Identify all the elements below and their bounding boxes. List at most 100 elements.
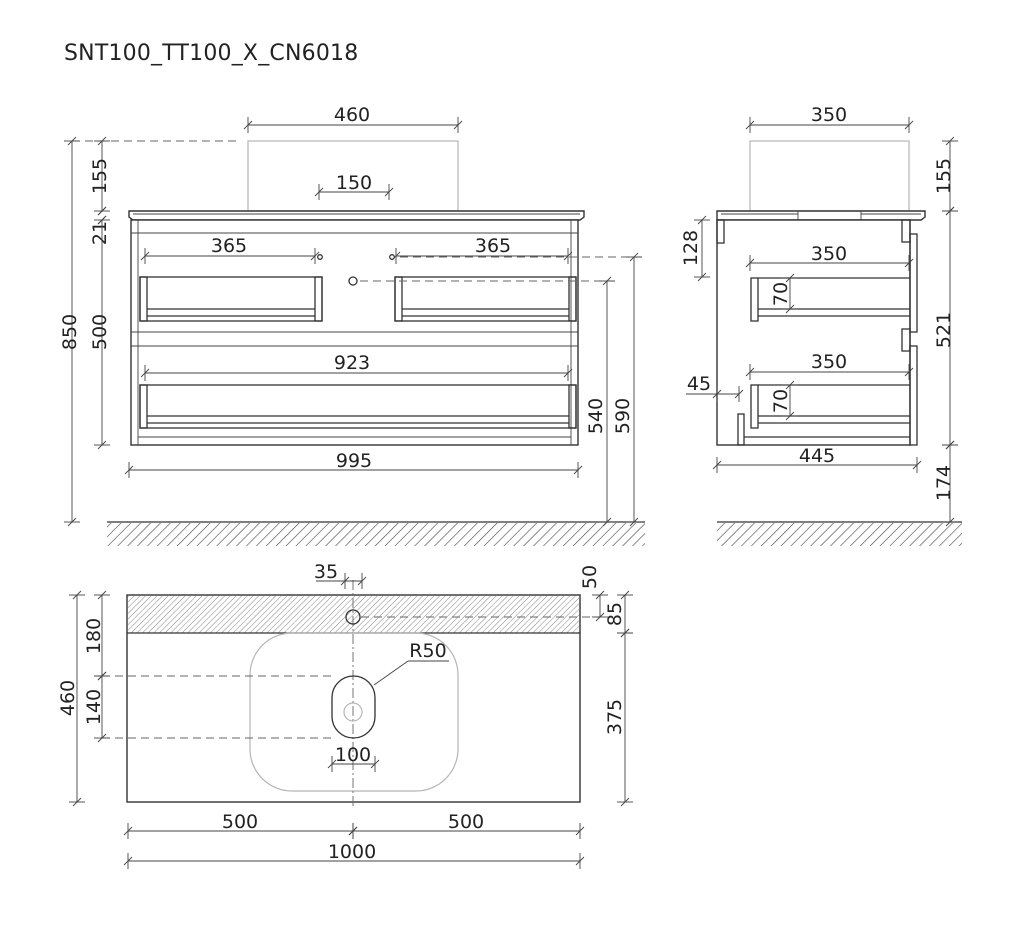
dim-side-upper-drawer: 350 <box>745 243 914 271</box>
dim-half-left: 500 <box>123 811 358 839</box>
drain-outlet-icon <box>348 276 358 286</box>
dim-total-height: 850 <box>59 136 81 527</box>
dim-upper-right-drawer: 365 <box>391 235 573 264</box>
tick-mark <box>595 590 605 600</box>
dim-side-upper-drawer-side-label: 70 <box>770 282 792 306</box>
tick-mark <box>314 187 324 197</box>
tick-mark <box>384 187 394 197</box>
drain-hole-icon <box>343 702 363 722</box>
dim-back-zone-label: 180 <box>83 618 105 654</box>
dim-drain-offset: 150 <box>314 172 394 200</box>
dim-side-lower-drawer-side-label: 70 <box>770 389 792 413</box>
dim-cabinet-width-label: 995 <box>336 450 372 472</box>
basin-outline-side <box>749 140 910 212</box>
dim-lower-drawer-label: 923 <box>334 352 370 374</box>
dim-faucet-diameter-label: 50 <box>579 565 601 589</box>
dim-basin-height-label: 155 <box>89 158 111 194</box>
countertop-front <box>128 210 585 221</box>
tick-mark <box>563 368 573 378</box>
tick-mark <box>785 304 795 314</box>
drain-slot <box>331 675 376 739</box>
tick-mark <box>97 215 107 225</box>
tick-mark <box>310 251 320 261</box>
tick-mark <box>620 797 630 807</box>
dim-side-floor-clearance-label: 174 <box>933 465 955 501</box>
dim-side-basin-depth: 350 <box>745 104 914 133</box>
tick-mark <box>945 206 955 216</box>
dim-cabinet-height: 500 <box>89 215 111 450</box>
tick-mark <box>67 136 77 146</box>
dim-drain-length-label: 140 <box>83 689 105 725</box>
tick-mark <box>904 258 914 268</box>
dim-upper-right-drawer-label: 365 <box>475 235 511 257</box>
dim-side-floor-clearance: 174 <box>933 440 958 527</box>
floor-hatch <box>717 523 962 546</box>
tick-mark <box>453 120 463 130</box>
tick-mark <box>785 380 795 390</box>
cabinet-body-side <box>716 219 911 446</box>
tick-mark <box>140 368 150 378</box>
tick-mark <box>697 215 707 225</box>
tick-mark <box>785 273 795 283</box>
tick-mark <box>697 272 707 282</box>
tick-mark <box>243 120 253 130</box>
dim-half-left-label: 500 <box>222 811 258 833</box>
dim-drain-width-label: 100 <box>335 744 371 766</box>
dim-front-zone: 375 <box>604 628 633 807</box>
upper-drawer-front <box>909 233 918 333</box>
tick-mark <box>904 367 914 377</box>
dim-basin-width-label: 460 <box>334 104 370 126</box>
tick-mark <box>745 120 755 130</box>
tick-mark <box>734 389 744 399</box>
tick-mark <box>629 252 639 262</box>
dim-faucet-diameter: 50 <box>579 565 608 622</box>
tick-mark <box>602 517 612 527</box>
dim-total-depth: 460 <box>57 590 85 807</box>
upper-left-drawer <box>139 276 323 322</box>
tick-mark <box>629 517 639 527</box>
tick-mark <box>945 136 955 146</box>
tick-mark <box>712 389 722 399</box>
dim-front-zone-label: 375 <box>604 699 626 735</box>
upper-right-drawer <box>394 276 577 322</box>
cabinet-body-front <box>130 219 579 446</box>
tick-mark <box>785 411 795 421</box>
tick-mark <box>123 856 133 866</box>
dim-side-basin-height-label: 155 <box>933 158 955 194</box>
tick-mark <box>123 826 133 836</box>
dim-drain-length: 140 <box>83 671 110 743</box>
dim-side-cabinet-height: 521 <box>933 206 958 450</box>
dim-drain-offset-label: 150 <box>336 172 372 194</box>
tick-mark <box>348 826 358 836</box>
lower-drawer <box>139 384 577 429</box>
dim-drain-width: 100 <box>327 744 380 772</box>
tick-mark <box>620 590 630 600</box>
tick-mark <box>97 206 107 216</box>
basin-bowl-outline <box>249 632 459 792</box>
tick-mark <box>72 590 82 600</box>
tick-mark <box>327 759 337 769</box>
tick-mark <box>912 460 922 470</box>
dim-faucet-offset-label: 35 <box>314 561 338 583</box>
floor-hatch <box>107 523 645 546</box>
dim-faucet-offset: 35 <box>314 561 367 589</box>
dim-side-upper-drawer-label: 350 <box>811 243 847 265</box>
dim-side-basin-depth-label: 350 <box>811 104 847 126</box>
tick-mark <box>904 120 914 130</box>
tick-mark <box>595 612 605 622</box>
tick-mark <box>97 590 107 600</box>
countertop-side <box>716 210 926 221</box>
side-view <box>716 140 962 546</box>
dim-total-width: 1000 <box>123 841 585 869</box>
tick-mark <box>575 856 585 866</box>
dim-upper-left-drawer: 365 <box>140 235 320 264</box>
tick-mark <box>97 136 107 146</box>
water-inlet-icon <box>389 254 395 260</box>
dim-side-basin-height: 155 <box>933 136 958 216</box>
dim-total-depth-label: 460 <box>57 680 79 716</box>
tick-mark <box>745 367 755 377</box>
tick-mark <box>67 517 77 527</box>
tick-mark <box>712 460 722 470</box>
faucet-hole-icon <box>345 609 361 625</box>
